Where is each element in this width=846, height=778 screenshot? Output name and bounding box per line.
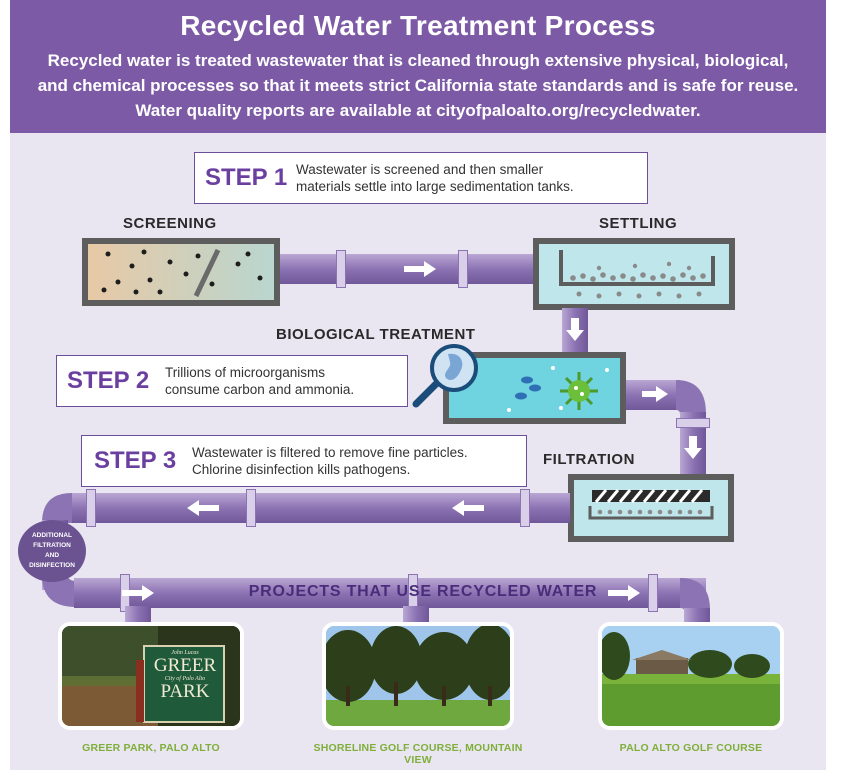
badge-line2: FILTRATION: [33, 542, 71, 549]
stage-screening: SCREENING: [123, 215, 217, 232]
filter-icon: [588, 489, 714, 520]
flow-arrow-down-icon: [566, 318, 584, 341]
flow-arrow-right-icon: [608, 585, 640, 601]
pipe-collar: [458, 250, 468, 288]
pipe-collar: [86, 489, 96, 527]
step-2-text-line1: Trillions of microorganisms: [165, 365, 326, 380]
pipe-elbow: [42, 493, 72, 523]
step-2-box: STEP 2 Trillions of microorganisms consu…: [56, 355, 408, 407]
badge-line3: AND: [44, 552, 60, 559]
badge-line1: ADDITIONAL: [31, 532, 73, 539]
pipe-elbow: [680, 578, 710, 610]
badge-line4: DISINFECTION: [29, 562, 75, 569]
greer-park-photo: John Lucas GREER City of Palo Alto PARK: [58, 622, 244, 730]
step-2-label: STEP 2: [67, 367, 150, 394]
step-3-text-line2: Chlorine disinfection kills pathogens.: [192, 462, 411, 477]
settling-tank: [533, 238, 735, 310]
golf-course-image: [602, 626, 780, 726]
caption-shoreline: SHORELINE GOLF COURSE, MOUNTAIN VIEW: [313, 742, 523, 766]
pipe-collar: [520, 489, 530, 527]
park-sign-image: [62, 626, 240, 726]
pipe-elbow: [42, 575, 76, 607]
pipe-collar: [246, 489, 256, 527]
debris-icon: [101, 248, 263, 298]
step-3-text-line1: Wastewater is filtered to remove fine pa…: [192, 445, 468, 460]
flow-arrow-left-icon: [452, 500, 484, 516]
filtration-tank: [568, 474, 734, 542]
projects-title: PROJECTS THAT USE RECYCLED WATER: [248, 583, 598, 600]
sign-city-text: City of Palo Alto: [164, 676, 206, 682]
flow-arrow-right-icon: [642, 386, 668, 402]
step-1-text-line2: materials settle into large sedimentatio…: [296, 179, 574, 194]
step-3-box: STEP 3 Wastewater is filtered to remove …: [81, 435, 527, 487]
magnifier-icon: [412, 344, 478, 408]
pipe-distribution: [74, 578, 706, 608]
golf-course-image: [326, 626, 510, 726]
page-title: Recycled Water Treatment Process: [180, 10, 656, 41]
stage-biological: BIOLOGICAL TREATMENT: [276, 326, 476, 343]
pipe-filtration-return: [70, 493, 570, 523]
stage-filtration: FILTRATION: [543, 451, 635, 468]
pipe-collar: [676, 418, 710, 428]
sign-small-text: John Lucas: [171, 650, 199, 656]
screening-tank: [82, 238, 280, 306]
step-1-text-line1: Wastewater is screened and then smaller: [296, 162, 544, 177]
step-1-box: STEP 1 Wastewater is screened and then s…: [194, 152, 648, 204]
step-1-label: STEP 1: [205, 164, 288, 191]
caption-palo-alto-golf: PALO ALTO GOLF COURSE: [619, 742, 763, 754]
flow-arrow-left-icon: [187, 500, 219, 516]
park-sign-text: John Lucas GREER City of Palo Alto PARK: [148, 650, 222, 702]
stage-settling: SETTLING: [599, 215, 678, 232]
flow-arrow-right-icon: [404, 261, 436, 277]
sediment-icon: [559, 250, 715, 299]
sign-park-text: PARK: [160, 681, 210, 702]
step-2-text-line2: consume carbon and ammonia.: [165, 382, 355, 397]
additional-filtration-badge: ADDITIONAL FILTRATION AND DISINFECTION: [18, 520, 86, 582]
palo-alto-golf-photo: [598, 622, 784, 730]
shoreline-golf-photo: [322, 622, 514, 730]
step-3-label: STEP 3: [94, 447, 177, 474]
header-description: Recycled water is treated wastewater tha…: [37, 51, 799, 120]
flow-arrow-right-icon: [122, 585, 154, 601]
microorganism-icon: [507, 366, 609, 412]
caption-greer-park: GREER PARK, PALO ALTO: [82, 742, 220, 754]
pipe-collar: [648, 574, 658, 612]
pipe-elbow: [676, 380, 706, 414]
pipe-collar: [336, 250, 346, 288]
sign-greer-text: GREER: [153, 655, 217, 676]
header-banner: Recycled Water Treatment Process Recycle…: [10, 0, 826, 133]
flow-arrow-down-icon: [684, 436, 702, 459]
